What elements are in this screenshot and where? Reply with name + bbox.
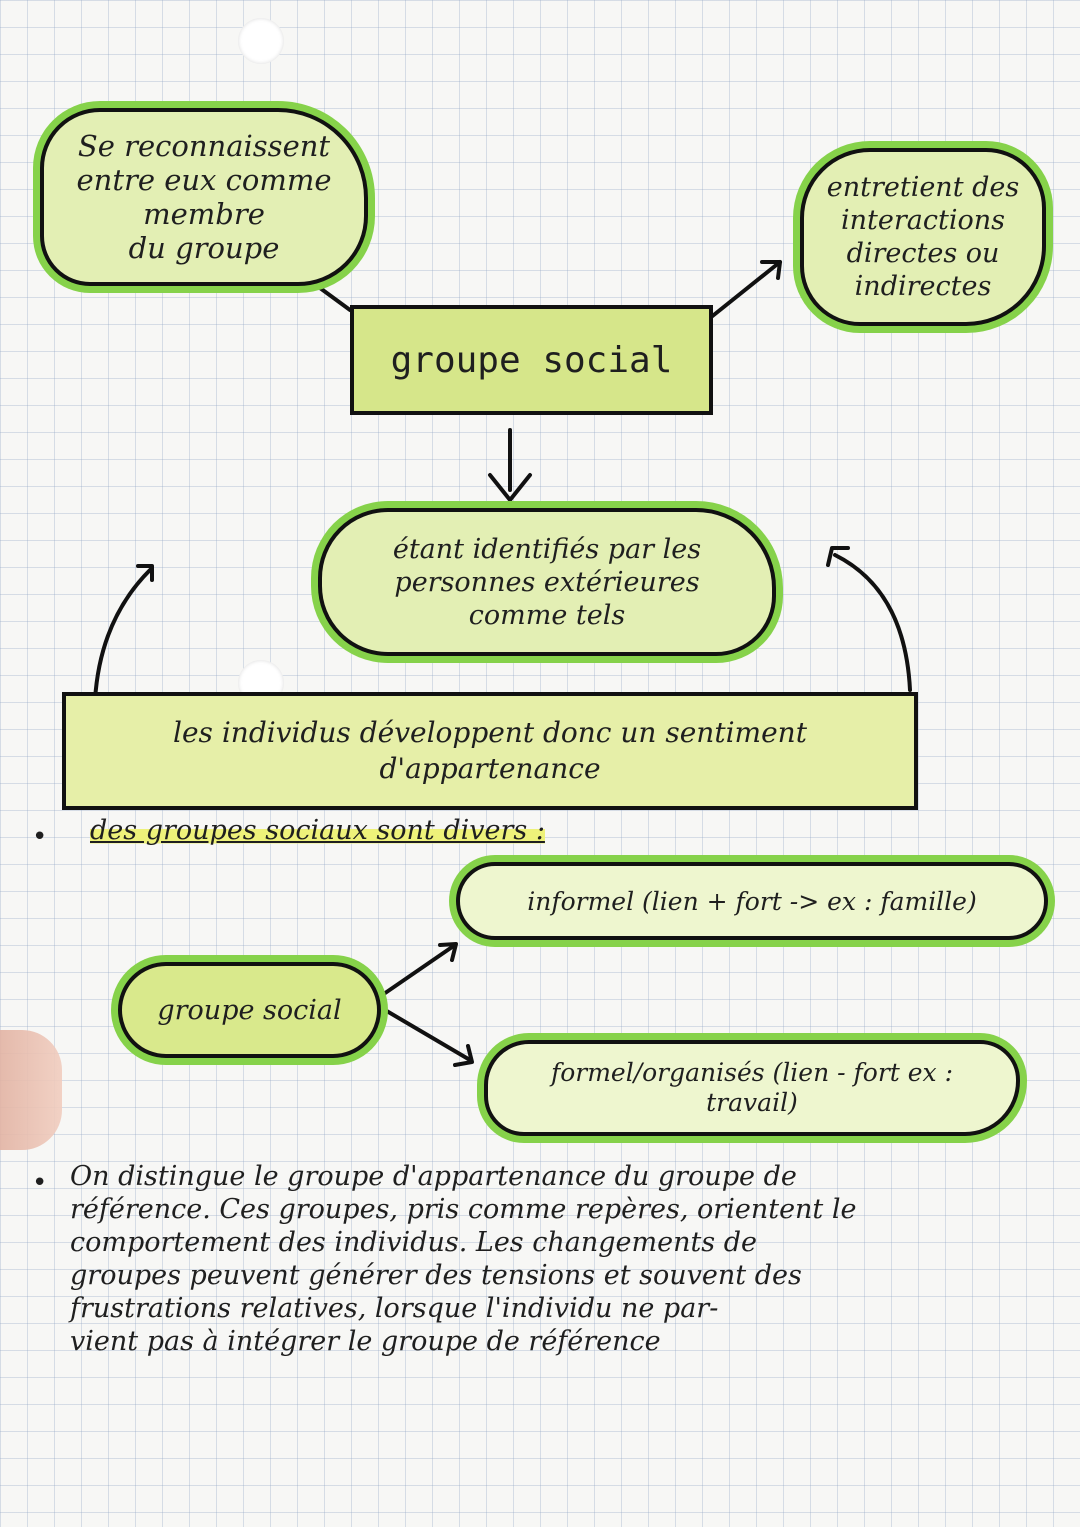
paragraph-line: groupes peuvent générer des tensions et … <box>70 1259 1060 1292</box>
node-line: du groupe <box>76 231 331 265</box>
arrow-to-formal <box>385 1010 470 1060</box>
heading-text: des groupes sociaux sont divers : <box>90 815 545 846</box>
node-title: groupe social <box>391 340 673 381</box>
node-line: directes ou <box>827 237 1020 270</box>
arrow-to-top-right <box>710 262 780 318</box>
paragraph-line: comportement des individus. Les changeme… <box>70 1226 1060 1259</box>
paragraph-line: On distingue le groupe d'appartenance du… <box>70 1160 1060 1193</box>
bullet-dot: • <box>32 822 47 852</box>
node-line: personnes extérieures <box>393 566 701 599</box>
node-line: groupe social <box>157 995 341 1026</box>
node-informal: informel (lien + fort -> ex : famille) <box>456 862 1048 940</box>
node-line: indirectes <box>827 270 1020 303</box>
node-sense-of-belonging: les individus développent donc un sentim… <box>62 692 918 810</box>
node-line: comme tels <box>393 599 701 632</box>
banner-line: d'appartenance <box>173 751 807 787</box>
node-groupe-social: groupe social <box>350 305 713 415</box>
node-line: informel (lien + fort -> ex : famille) <box>527 887 976 916</box>
arrow-to-informal <box>375 945 455 1000</box>
node-line: étant identifiés par les <box>393 533 701 566</box>
paragraph-line: vient pas à intégrer le groupe de référe… <box>70 1325 1060 1358</box>
node-line: travail) <box>551 1088 953 1118</box>
node-interactions: entretient des interactions directes ou … <box>800 148 1046 326</box>
arrow-banner-right <box>835 555 910 690</box>
node-line: membre <box>76 197 331 231</box>
node-formal: formel/organisés (lien - fort ex : trava… <box>484 1040 1020 1136</box>
bullet-dot: • <box>32 1168 47 1198</box>
arrow-banner-left <box>95 570 150 700</box>
node-line: entre eux comme <box>76 163 331 197</box>
node-identified-by-outsiders: étant identifiés par les personnes extér… <box>318 508 776 656</box>
node-line: entretient des <box>827 171 1020 204</box>
paragraph-line: frustrations relatives, lorsque l'indivi… <box>70 1292 1060 1325</box>
section-heading: des groupes sociaux sont divers : <box>90 815 545 846</box>
node-recognize-members: Se reconnaissent entre eux comme membre … <box>40 108 368 286</box>
banner-line: les individus développent donc un sentim… <box>173 715 807 751</box>
paragraph: On distingue le groupe d'appartenance du… <box>70 1160 1060 1358</box>
paragraph-line: référence. Ces groupes, pris comme repèr… <box>70 1193 1060 1226</box>
node-line: Se reconnaissent <box>76 129 331 163</box>
node-line: formel/organisés (lien - fort ex : <box>551 1058 953 1088</box>
node-line: interactions <box>827 204 1020 237</box>
node-groupe-social-2: groupe social <box>118 962 381 1058</box>
